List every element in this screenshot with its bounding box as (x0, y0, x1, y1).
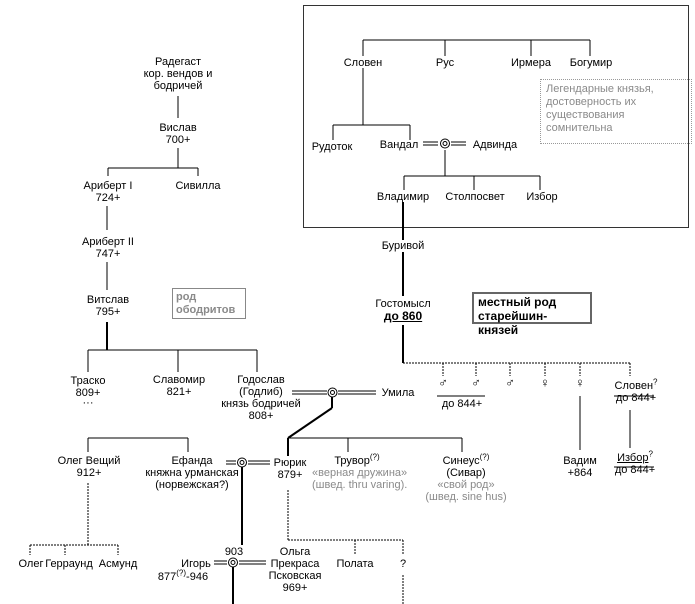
person-umila: Умила (381, 387, 415, 399)
person-sloven: Словен (343, 57, 383, 69)
male-symbol: ♂ (438, 375, 448, 390)
person-rudotok: Рудоток (311, 141, 353, 153)
person-irmera: Ирмера (511, 57, 551, 69)
person-rus: Рус (435, 57, 455, 69)
person-igor: Игорь (181, 558, 211, 570)
person-vandal: Вандал (379, 139, 419, 151)
person-vladimir: Владимир (376, 191, 430, 203)
person-oleg-child: Олег (18, 558, 44, 570)
igor-dates: 877(?)-946 (157, 568, 209, 583)
person-vadim: Вадим+864 (563, 455, 597, 479)
person-advinda: Адвинда (472, 139, 518, 151)
person-gerraud: Герраунд (45, 558, 93, 570)
person-burivoy: Буривой (381, 240, 425, 252)
marriage-year: 903 (224, 546, 244, 558)
person-bogumir: Богумир (569, 57, 613, 69)
person-sibilla: Сивилла (175, 180, 221, 192)
person-izbor-2: Избор? до 844+ (614, 449, 656, 476)
obodrites-clan-label: род ободритов (172, 288, 246, 319)
person-asmund: Асмунд (98, 558, 138, 570)
person-truvor: Трувор(?) «верная дружина» (швед. thru v… (312, 452, 408, 491)
person-sloven-2: Словен? до 844+ (614, 377, 658, 404)
elders-clan-label: местный род старейшин-князей (472, 292, 592, 337)
legendary-princes-note: Легендарные князья, достоверность их сущ… (540, 79, 692, 144)
sons-date: до 844+ (441, 398, 483, 410)
person-sineus: Синеус(?) (Сивар) «свой род» (швед. sine… (425, 452, 507, 503)
person-gostomysl: Гостомысл до 860 (375, 298, 431, 323)
female-symbol: ♀ (540, 375, 550, 390)
female-symbol: ♀ (575, 375, 585, 390)
person-stolposvet: Столпосвет (445, 191, 505, 203)
person-polata: Полата (336, 558, 374, 570)
person-izbor: Избор (526, 191, 558, 203)
person-unknown: ? (399, 558, 407, 570)
male-symbol: ♂ (505, 375, 515, 390)
male-symbol: ♂ (471, 375, 481, 390)
